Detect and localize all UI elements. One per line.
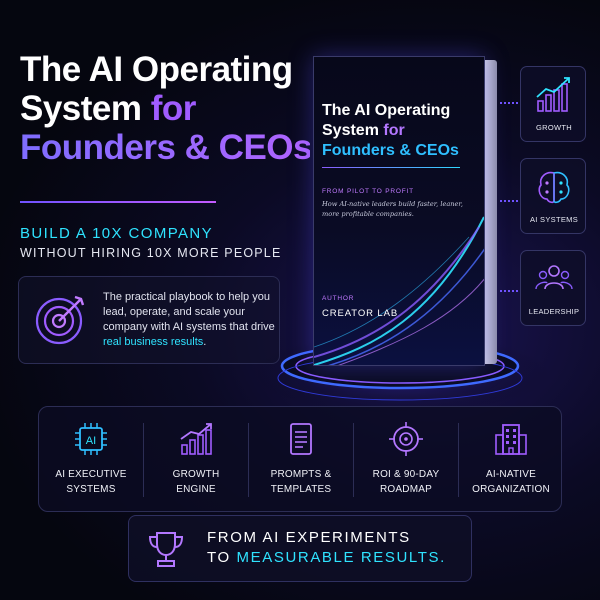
feature-label-line-2: ENGINE	[176, 484, 216, 495]
feature-roi-roadmap: ROI & 90-DAY ROADMAP	[354, 407, 458, 513]
side-card-label: GROWTH	[536, 123, 572, 132]
feature-label: AI EXECUTIVE SYSTEMS	[39, 467, 143, 497]
connector-dots	[500, 200, 518, 202]
headline: The AI Operating System for Founders & C…	[20, 50, 312, 167]
cta-banner: FROM AI EXPERIMENTS TO MEASURABLE RESULT…	[128, 515, 472, 582]
playbook-text: The practical playbook to help you lead,…	[103, 290, 275, 350]
book-spine	[485, 60, 497, 364]
feature-divider	[143, 423, 144, 497]
playbook-card: The practical playbook to help you lead,…	[18, 276, 280, 364]
book-title-line-2-a: System	[322, 122, 379, 139]
cta-line-1: FROM AI EXPERIMENTS	[207, 529, 411, 546]
headline-line-3: Founders & CEOs	[20, 128, 312, 167]
cta-line-2-highlight: MEASURABLE RESULTS.	[236, 549, 446, 566]
side-card-leadership: LEADERSHIP	[520, 250, 586, 326]
book-author: CREATOR LAB	[322, 308, 399, 319]
growth-chart-icon	[536, 77, 570, 112]
feature-label-line-2: TEMPLATES	[270, 484, 332, 495]
features-panel: AI AI EXECUTIVE SYSTEMS GROWTH ENGINE	[38, 406, 562, 512]
target-icon	[35, 295, 85, 345]
feature-label: ROI & 90-DAY ROADMAP	[354, 467, 458, 497]
headline-line-2: System for	[20, 89, 310, 128]
feature-label-line-1: AI EXECUTIVE	[55, 469, 127, 480]
cta-line-2-a: TO	[207, 549, 231, 566]
book-cover: The AI Operating System for Founders & C…	[313, 56, 485, 366]
book-title: The AI Operating System for Founders & C…	[322, 101, 482, 161]
cta-line-2: TO MEASURABLE RESULTS.	[207, 549, 446, 566]
book-description: How AI-native leaders build faster, lean…	[322, 200, 463, 218]
light-streaks-art	[314, 216, 484, 365]
side-card-growth: GROWTH	[520, 66, 586, 142]
document-icon	[290, 423, 312, 455]
playbook-text-highlight: real business results	[103, 336, 204, 348]
book-title-line-1: The AI Operating	[322, 102, 451, 119]
team-icon	[535, 265, 573, 290]
feature-ai-executive-systems: AI AI EXECUTIVE SYSTEMS	[39, 407, 143, 513]
feature-label-line-1: ROI & 90-DAY	[372, 469, 440, 480]
feature-label-line-1: GROWTH	[172, 469, 220, 480]
building-icon	[495, 424, 527, 455]
feature-growth-engine: GROWTH ENGINE	[144, 407, 248, 513]
side-card-ai-systems: AI SYSTEMS	[520, 158, 586, 234]
feature-label: PROMPTS & TEMPLATES	[249, 467, 353, 497]
brain-circuit-icon	[538, 171, 570, 204]
playbook-text-end: .	[203, 336, 207, 348]
side-card-label: AI SYSTEMS	[529, 215, 578, 224]
side-card-label: LEADERSHIP	[528, 307, 580, 316]
feature-label: GROWTH ENGINE	[144, 467, 248, 497]
book-title-line-3: Founders & CEOs	[322, 142, 459, 159]
connector-dots	[500, 102, 518, 104]
subheading-line-2: WITHOUT HIRING 10X MORE PEOPLE	[20, 246, 282, 260]
feature-label-line-1: AI-NATIVE	[486, 469, 536, 480]
bar-chart-icon	[180, 423, 212, 455]
feature-ai-native-organization: AI-NATIVE ORGANIZATION	[459, 407, 563, 513]
book-title-line-2: System for	[322, 121, 482, 141]
trophy-icon	[148, 532, 184, 567]
headline-line-1: The AI Operating	[20, 50, 293, 89]
book-kicker: FROM PILOT TO PROFIT	[322, 188, 414, 195]
playbook-text-a: The practical playbook to help you lead,…	[103, 291, 275, 333]
crosshair-icon	[389, 422, 423, 456]
feature-label-line-2: SYSTEMS	[66, 484, 116, 495]
book-title-line-2-b: for	[383, 122, 405, 139]
subheading-line-1: BUILD A 10X COMPANY	[20, 225, 214, 242]
feature-divider	[248, 423, 249, 497]
connector-dots	[500, 290, 518, 292]
book-author-label: AUTHOR	[322, 295, 355, 302]
svg-text:AI: AI	[86, 435, 96, 447]
feature-label-line-2: ORGANIZATION	[472, 484, 550, 495]
feature-divider	[353, 423, 354, 497]
feature-label-line-2: ROADMAP	[380, 484, 432, 495]
book-divider	[322, 167, 460, 168]
headline-divider	[20, 201, 216, 203]
headline-line-2-a: System	[20, 89, 142, 128]
feature-divider	[458, 423, 459, 497]
headline-line-2-b: for	[150, 89, 197, 128]
ai-chip-icon: AI	[75, 423, 107, 455]
feature-label: AI-NATIVE ORGANIZATION	[459, 467, 563, 497]
feature-prompts-templates: PROMPTS & TEMPLATES	[249, 407, 353, 513]
feature-label-line-1: PROMPTS &	[270, 469, 332, 480]
